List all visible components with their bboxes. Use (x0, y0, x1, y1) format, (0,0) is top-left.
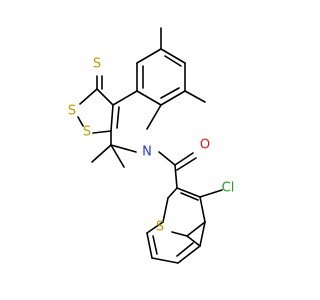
bond (77, 116, 84, 127)
dithiole-sulfur-label: S (83, 125, 91, 140)
bond (164, 55, 182, 67)
bond (79, 88, 98, 105)
bond (174, 152, 194, 166)
bond (136, 90, 162, 106)
bond (199, 189, 223, 198)
bond (167, 187, 178, 199)
bond (91, 144, 112, 163)
bond (146, 232, 153, 259)
molecule-structure: S S S N O Cl S (68, 27, 234, 264)
bond (180, 192, 199, 201)
bond (176, 157, 197, 171)
bond (160, 87, 180, 99)
bond (177, 245, 201, 264)
bond (110, 104, 114, 132)
bond (176, 242, 194, 257)
bond (186, 235, 201, 247)
chlorine-label: Cl (222, 181, 235, 196)
bond (112, 90, 138, 106)
molecule-canvas: S S S N O Cl S (67, 27, 235, 264)
bond (199, 196, 206, 223)
atom-labels: S S S N O Cl S (68, 57, 234, 235)
bond (176, 187, 201, 198)
bond (116, 106, 120, 129)
nitrogen-label: N (142, 145, 152, 160)
bond (174, 164, 178, 189)
bond (158, 151, 176, 166)
bond (171, 231, 188, 237)
bond (110, 144, 125, 168)
bond (110, 144, 137, 153)
bond (146, 104, 162, 130)
bond (136, 48, 162, 64)
bond (186, 221, 206, 237)
oxygen-label: O (200, 138, 210, 153)
thione-sulfur-label: S (93, 57, 101, 72)
bond (146, 221, 164, 234)
bond (184, 90, 206, 103)
thiophene-sulfur-label: S (156, 220, 164, 235)
bond (160, 90, 186, 106)
bond (152, 235, 158, 255)
bond (199, 221, 206, 247)
bond (96, 88, 114, 106)
bond (151, 257, 179, 264)
bond (160, 48, 186, 64)
bond (162, 197, 169, 223)
bond (92, 130, 112, 134)
bonds (77, 27, 223, 264)
dithiole-sulfur-label: S (68, 104, 76, 119)
